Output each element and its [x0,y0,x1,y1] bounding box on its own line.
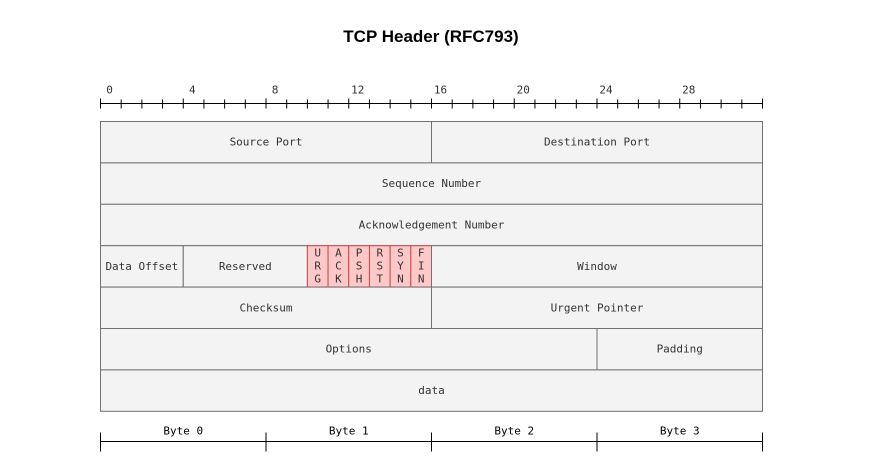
byte-label: Byte 0 [163,425,203,438]
field-options [100,328,598,371]
flag-fin-letter: I [418,260,425,273]
flag-fin-letter: N [418,273,425,286]
field-urgent-pointer [431,286,763,330]
ruler-tick-label: 24 [599,84,613,97]
field-window-label: Window [577,260,617,273]
field-acknowledgement-number-label: Acknowledgement Number [359,219,505,232]
ruler-tick-label: 28 [682,84,695,97]
field-sequence-number-label: Sequence Number [382,177,482,190]
ruler-tick-label: 8 [272,84,279,97]
flag-fin-letter: F [418,247,425,260]
flag-rst-letter: T [376,273,383,286]
ruler-tick-label: 12 [351,84,364,97]
ruler-tick-label: 16 [434,84,447,97]
flag-ack-letter: C [335,260,342,273]
flag-psh-letter: P [356,247,363,260]
field-sequence-number [100,162,763,205]
field-data [100,369,763,412]
flag-psh-letter: S [356,260,363,273]
flag-rst-letter: R [376,247,383,260]
field-destination-port-label: Destination Port [544,136,650,149]
flag-syn-letter: N [397,273,404,286]
flag-ack-letter: K [335,273,342,286]
field-data-offset-label: Data Offset [105,260,178,273]
field-source-port [100,121,432,164]
flag-urg-letter: G [314,273,321,286]
field-reserved-label: Reserved [219,260,272,273]
byte-scale: Byte 0 Byte 1 Byte 2 Byte 3 [100,425,763,452]
diagram-title: TCP Header (RFC793) [343,27,519,46]
byte-label: Byte 2 [494,425,534,438]
flag-syn-letter: Y [397,260,404,273]
flag-psh-letter: H [356,273,363,286]
ruler-tick-label: 0 [106,84,113,97]
flag-rst-letter: S [376,260,383,273]
flag-ack-letter: A [335,247,342,260]
field-data-offset [100,245,184,288]
ruler-tick-label: 20 [517,84,530,97]
field-padding [596,328,763,371]
field-padding-label: Padding [657,343,703,356]
flag-urg-letter: U [314,247,321,260]
field-acknowledgement-number [100,203,763,247]
field-reserved [182,245,308,288]
field-checksum-label: Checksum [240,301,293,314]
field-urgent-pointer-label: Urgent Pointer [551,301,644,314]
field-options-label: Options [326,343,372,356]
byte-label: Byte 3 [660,425,700,438]
field-destination-port [431,121,763,164]
field-window [431,245,763,288]
ruler-tick-label: 4 [189,84,196,97]
flag-syn-letter: S [397,247,404,260]
bit-ruler: 0 4 8 12 16 20 24 28 [100,84,763,109]
field-data-label: data [418,384,445,397]
byte-label: Byte 1 [329,425,369,438]
field-source-port-label: Source Port [230,136,303,149]
flag-urg-letter: R [314,260,321,273]
